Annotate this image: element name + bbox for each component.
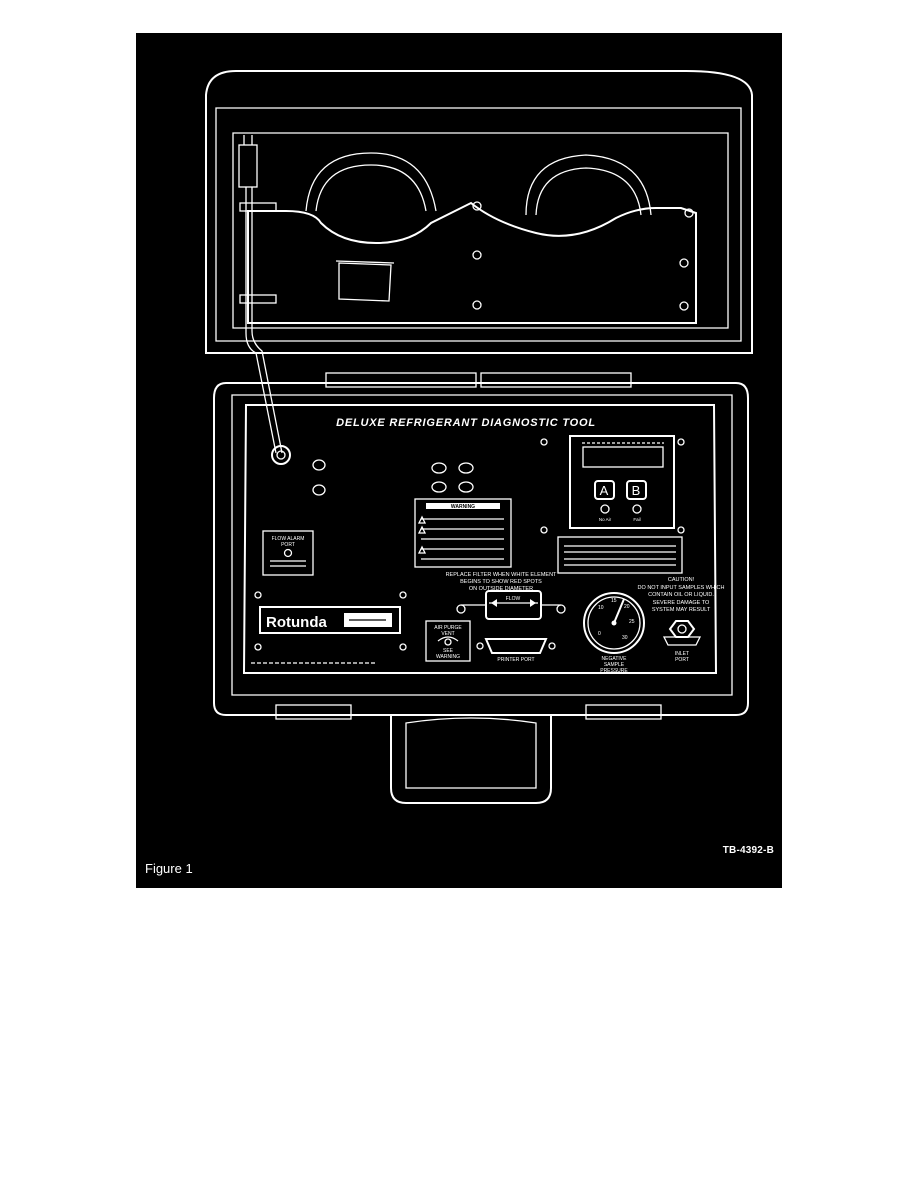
knob-left-bottom [312,484,326,496]
svg-text:10: 10 [598,605,604,611]
hinges [325,372,632,388]
indicator-fail [632,504,642,514]
case-lid [205,70,753,454]
flow-alarm-port: FLOW ALARM PORT [262,530,314,576]
svg-text:SEE: SEE [443,648,454,654]
figure-caption: Figure 1 [145,861,193,876]
svg-text:AIR PURGE: AIR PURGE [434,625,462,631]
case-base [213,382,749,804]
figure-code: TB-4392-B [722,845,774,856]
printer-port: PRINTER PORT [476,638,556,663]
pressure-gauge: 0 10 15 20 25 30 NEGATIVE SAMPLE PRESSUR… [583,592,645,674]
svg-text:0: 0 [598,631,601,637]
caution-2: DO NOT INPUT SAMPLES WHICH [638,585,725,591]
knob-left-top [312,459,326,471]
power-cord [238,135,283,454]
figure-panel: DELUXE REFRIGERANT DIAGNOSTIC TOOL WARNI… [136,33,782,888]
warning-plate-right [557,536,683,574]
indicator-no-air [600,504,610,514]
filter-note-2: BEGINS TO SHOW RED SPOTS [460,579,542,585]
svg-text:PORT: PORT [675,657,689,663]
caution-1: CAUTION! [668,577,695,583]
svg-text:INLET: INLET [675,651,689,657]
brand-logo: Rotunda [266,614,327,631]
svg-text:VENT: VENT [441,631,454,637]
svg-text:WARNING: WARNING [436,654,460,660]
svg-text:No Air: No Air [599,517,612,522]
warning-placard: WARNING [414,498,512,568]
filter-note-3: ON OUTSIDE DIAMETER [469,586,533,592]
svg-text:FLOW ALARM: FLOW ALARM [272,536,305,542]
refrigerant-tool-illustration: DELUXE REFRIGERANT DIAGNOSTIC TOOL WARNI… [205,70,753,804]
inline-filter: FLOW [456,590,566,620]
caution-5: SYSTEM MAY RESULT [652,607,711,613]
display-module: A B No Air Fail [569,435,675,529]
svg-text:B: B [632,483,641,498]
svg-text:Fail: Fail [633,517,640,522]
svg-text:A: A [600,483,609,498]
cord-grommet [271,445,291,465]
caution-3: CONTAIN OIL OR LIQUID. [648,592,714,598]
filter-note-1: REPLACE FILTER WHEN WHITE ELEMENT [446,572,557,578]
button-a[interactable] [594,480,615,500]
svg-text:PRINTER PORT: PRINTER PORT [497,657,534,663]
tool-title: DELUXE REFRIGERANT DIAGNOSTIC TOOL [336,417,596,429]
svg-text:WARNING: WARNING [451,504,475,510]
svg-text:30: 30 [622,635,628,641]
svg-text:PRESSURE: PRESSURE [600,668,628,674]
lcd-screen [582,446,664,468]
svg-text:SAMPLE: SAMPLE [604,662,625,668]
rotunda-logo-plate: Rotunda [259,606,401,634]
svg-text:PORT: PORT [281,542,295,548]
svg-text:20: 20 [624,604,630,610]
air-purge-vent: AIR PURGE VENT SEE WARNING [425,620,471,662]
caution-4: SEVERE DAMAGE TO [653,600,710,606]
panel-screws [254,438,685,651]
svg-text:NEGATIVE: NEGATIVE [602,656,628,662]
button-b[interactable] [626,480,647,500]
control-panel: DELUXE REFRIGERANT DIAGNOSTIC TOOL WARNI… [251,417,724,674]
svg-text:FLOW: FLOW [506,596,521,602]
svg-text:15: 15 [611,598,617,604]
inlet-port: INLET PORT [662,620,702,663]
svg-text:25: 25 [629,619,635,625]
